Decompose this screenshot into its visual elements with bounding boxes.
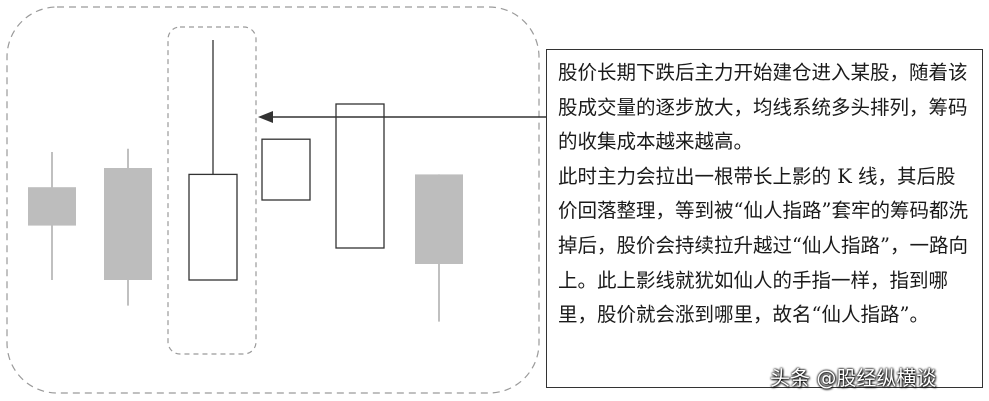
candle-6-body: [415, 174, 463, 264]
candle-5-body: [335, 103, 385, 249]
candle-2-body: [104, 168, 152, 280]
outer-dashed-frame: [6, 6, 540, 394]
candle-4-body: [261, 138, 311, 201]
description-paragraph-1: 股价长期下跌后主力开始建仓进入某股，随着该股成交量的逐步放大，均线系统多头排列，…: [558, 61, 968, 154]
description-paragraph-2: 此时主力会拉出一根带长上影的 K 线，其后股价回落整理，等到被“仙人指路”套牢的…: [558, 164, 968, 327]
highlight-dashed-frame: [167, 26, 257, 355]
candle-1-body: [28, 187, 76, 226]
description-textbox: 股价长期下跌后主力开始建仓进入某股，随着该股成交量的逐步放大，均线系统多头排列，…: [546, 49, 983, 388]
watermark: 头条 @股经纵横谈: [770, 366, 937, 390]
candle-3-body: [188, 173, 238, 281]
pointer-arrow-head: [258, 111, 273, 123]
candles-group: [28, 40, 463, 322]
